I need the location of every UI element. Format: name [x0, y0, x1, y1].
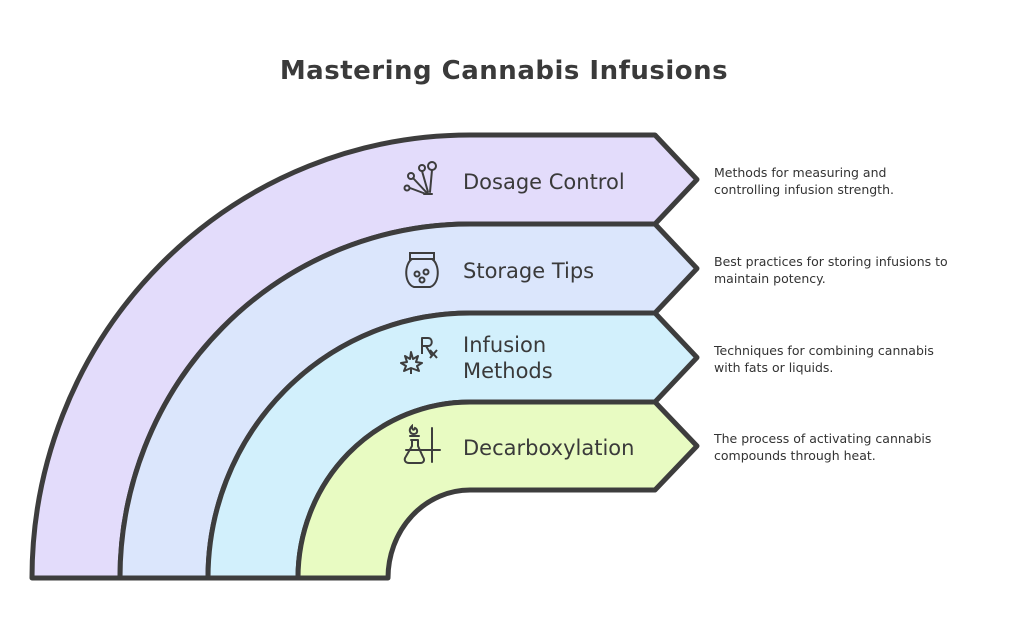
step-label-storage-tips: Storage Tips	[463, 259, 595, 283]
band-decarboxylation	[295, 399, 700, 581]
step-label-decarboxylation: Decarboxylation	[463, 436, 635, 460]
jar-icon	[405, 252, 439, 288]
measuring-spoons-icon	[403, 161, 437, 195]
step-description-infusion-methods: Techniques for combining cannabis with f…	[714, 343, 934, 375]
cannabis-rx-icon	[400, 337, 438, 374]
step-description-dosage-control: Methods for measuring and controlling in…	[714, 165, 894, 197]
step-description-decarboxylation: The process of activating cannabis compo…	[714, 431, 932, 463]
step-label-dosage-control: Dosage Control	[463, 170, 625, 194]
step-label-infusion-methods: Infusion Methods	[463, 333, 553, 383]
step-description-storage-tips: Best practices for storing infusions to …	[714, 254, 948, 286]
diagram-title: Mastering Cannabis Infusions	[279, 56, 729, 86]
flask-burner-icon	[403, 424, 441, 464]
